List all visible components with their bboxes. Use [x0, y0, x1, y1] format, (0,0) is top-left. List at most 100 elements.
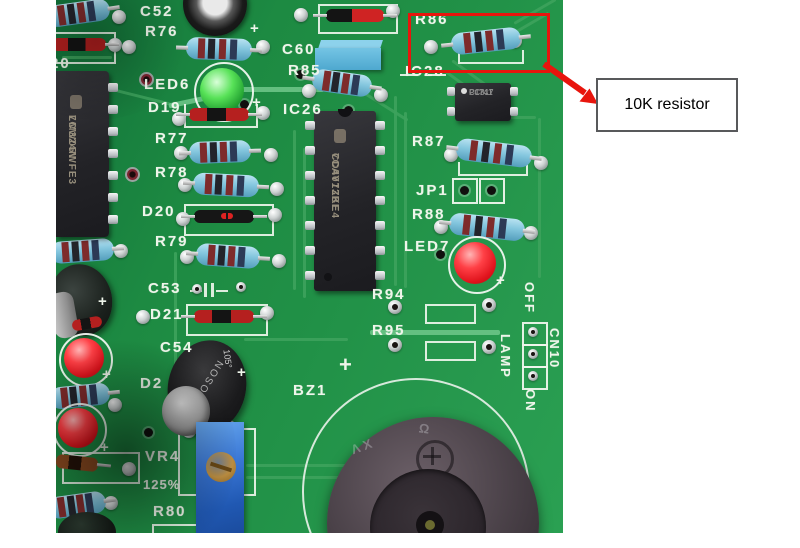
- pcb-photo: 7CW05WFE3 LM324N 105° VOSON: [56, 0, 563, 533]
- ti-logo: [70, 95, 82, 109]
- c53-cap-symbol: [204, 283, 207, 297]
- via: [139, 72, 154, 87]
- polarity-plus: +: [252, 94, 261, 111]
- cn10-pin-1: [522, 322, 548, 346]
- silkscreen-label-r85: R85: [288, 62, 322, 79]
- silkscreen-label-edge20: 20: [56, 55, 71, 72]
- led6-ring: [194, 62, 254, 122]
- resistor-r77: [178, 139, 262, 165]
- pcb-trace: [244, 338, 348, 341]
- ic-cd4013: 7CAY7ZKE4 CD4013BE: [305, 109, 385, 291]
- silkscreen-label-bz1: BZ1: [293, 382, 328, 399]
- silkscreen-label-r77: R77: [155, 130, 189, 147]
- silkscreen-label-lamp: LAMP: [498, 334, 513, 379]
- solder-pad: [294, 8, 308, 22]
- pcb-trace: [62, 56, 112, 59]
- silkscreen-label-c53: C53: [148, 280, 182, 297]
- silkscreen-footprint-r95: [425, 341, 476, 361]
- silkscreen-label-led7: LED7: [404, 238, 451, 255]
- cn10-pin-2: [522, 344, 548, 368]
- resistor-r79: [185, 242, 271, 270]
- solder-pad: [388, 300, 402, 314]
- silkscreen-label-c60: C60: [282, 41, 316, 58]
- solder-pad: [272, 254, 286, 268]
- silkscreen-label-r88: R88: [412, 206, 446, 223]
- pcb-trace: [232, 87, 324, 92]
- solder-pad: [264, 148, 278, 162]
- via: [125, 167, 140, 182]
- silkscreen-label-d20: D20: [142, 203, 176, 220]
- diode-top: [313, 9, 397, 22]
- silkscreen-label-r79: R79: [155, 233, 189, 250]
- diode-top-left: [56, 38, 119, 51]
- polarity-plus: +: [98, 293, 107, 310]
- solder-pad: [374, 88, 388, 102]
- silkscreen-bracket-r86: [458, 50, 524, 64]
- polarity-plus: +: [339, 352, 352, 377]
- cn10-pin-3: [522, 366, 548, 390]
- ic-cd4013-part: CD4013BE: [329, 153, 340, 212]
- pcb-trace: [370, 330, 500, 335]
- capacitor-c60: [315, 48, 381, 70]
- silkscreen-bracket-r87: [458, 162, 528, 176]
- polarity-plus: +: [496, 272, 505, 289]
- ic-lm324-code: 7CW05WFE3: [66, 115, 77, 186]
- solder-pad: [424, 40, 438, 54]
- ic-pc817: C1741 PC817: [447, 83, 518, 121]
- solder-pad: [270, 182, 284, 196]
- ic-cd4013-code: 7CAY7ZKE4: [329, 153, 340, 219]
- solder-pad: [136, 310, 150, 324]
- buzzer-molded-mark: Ω: [418, 420, 431, 437]
- callout-box: 10K resistor: [596, 78, 738, 132]
- silkscreen-label-off: OFF: [522, 282, 537, 314]
- led7-ring: [448, 236, 506, 294]
- silkscreen-box-top-diode: [318, 4, 398, 34]
- solder-pad: [482, 340, 496, 354]
- c53-cap-symbol: [216, 290, 228, 292]
- solder-pad: [192, 284, 202, 294]
- pc817-part: PC817: [469, 88, 494, 97]
- silkscreen-label-r76: R76: [145, 23, 179, 40]
- polarity-plus: +: [237, 364, 246, 381]
- drill-hole: [436, 250, 445, 259]
- pcb-trace: [303, 148, 306, 298]
- led7: [454, 242, 496, 284]
- ti-logo: [334, 129, 346, 143]
- silkscreen-footprint-r94: [425, 304, 476, 324]
- solder-pad: [236, 282, 246, 292]
- solder-pad: [112, 10, 126, 24]
- solder-pad: [388, 338, 402, 352]
- silkscreen-label-d19: D19: [148, 99, 182, 116]
- silkscreen-label-r94: R94: [372, 286, 406, 303]
- silkscreen-box-d21: [186, 304, 268, 336]
- silkscreen-label-r78: R78: [155, 164, 189, 181]
- ic-lm324: 7CW05WFE3 LM324N: [56, 71, 118, 237]
- pcb-trace: [174, 252, 177, 412]
- silkscreen-label-d21: D21: [150, 306, 184, 323]
- drill-hole: [296, 70, 305, 79]
- pcb-trace: [538, 118, 541, 278]
- c53-cap-symbol: [211, 283, 214, 297]
- resistor-left-1: [56, 237, 125, 265]
- pcb-trace: [404, 112, 407, 288]
- silkscreen-label-r87: R87: [412, 133, 446, 150]
- solder-pad: [302, 84, 316, 98]
- pc817-code: C1741: [469, 88, 493, 97]
- ic-lm324-part: LM324N: [66, 115, 77, 160]
- silkscreen-label-c52: C52: [140, 3, 174, 20]
- silkscreen-label-r95: R95: [372, 322, 406, 339]
- solder-pad: [444, 148, 458, 162]
- diode-d19: [176, 108, 262, 121]
- jp1-pad-2: [479, 178, 505, 204]
- solder-pad: [268, 208, 282, 222]
- resistor-r78: [182, 172, 270, 198]
- silkscreen-label-led6: LED6: [144, 76, 190, 93]
- jp1-pad-1: [452, 178, 478, 204]
- annotation-arrow: [542, 62, 598, 104]
- silkscreen-label-ic26: IC26: [283, 101, 323, 118]
- pcb-trace: [394, 96, 397, 286]
- pcb-trace: [293, 130, 296, 290]
- silkscreen-line-ic28: [400, 74, 418, 76]
- callout-label: 10K resistor: [624, 96, 710, 113]
- silkscreen-line-ic28: [428, 74, 446, 76]
